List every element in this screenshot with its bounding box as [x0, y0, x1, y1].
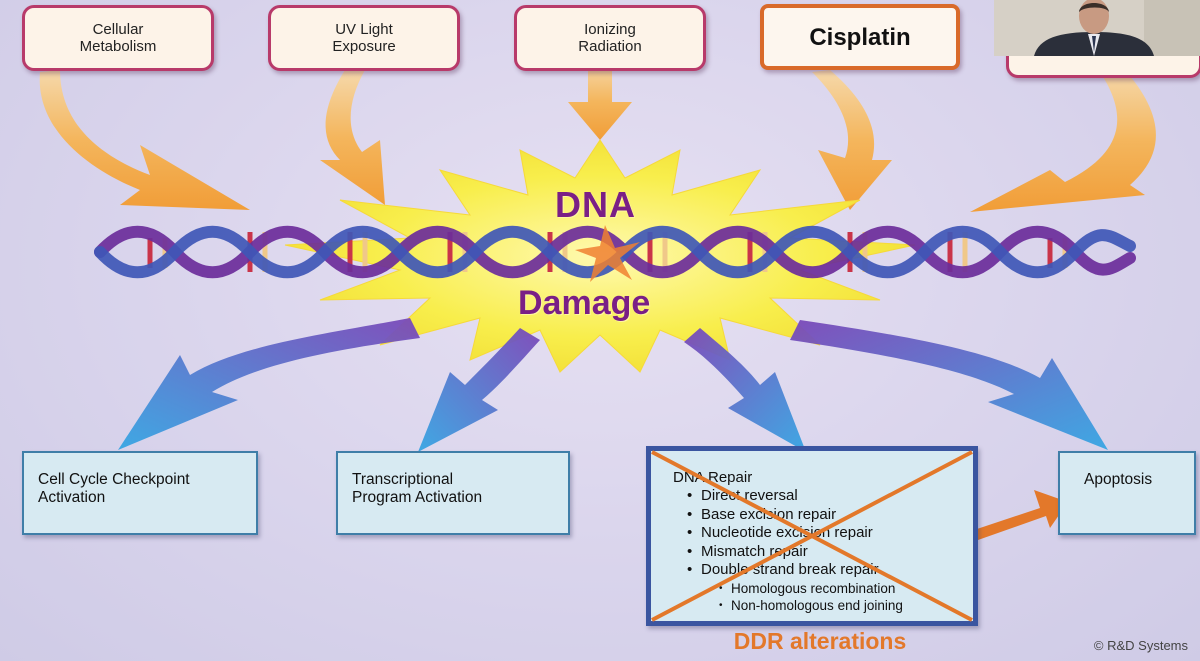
source-uv-light-exposure: UV Light Exposure: [268, 5, 460, 71]
source-ionizing-radiation: Ionizing Radiation: [514, 5, 706, 71]
arrow-metabolism: [39, 70, 251, 210]
arrow-uv: [320, 70, 385, 205]
copyright-notice: © R&D Systems: [1093, 638, 1188, 653]
ddr-alterations-label: DDR alterations: [733, 628, 907, 654]
arrow-to-apoptosis: [790, 320, 1108, 450]
arrow-ionizing: [568, 62, 632, 140]
outcome-cell-cycle-checkpoint: Cell Cycle Checkpoint Activation: [22, 451, 258, 535]
arrow-to-checkpoint: [118, 318, 420, 450]
incoming-arrows: [39, 62, 1156, 212]
repair-list: Direct reversal Base excision repair Nuc…: [673, 487, 963, 580]
presenter-video[interactable]: [994, 0, 1200, 56]
source-label: Cisplatin: [809, 23, 911, 51]
repair-subitem: Non-homologous end joining: [719, 597, 963, 614]
dna-helix: [94, 225, 1136, 282]
source-cellular-metabolism: Cellular Metabolism: [22, 5, 214, 71]
source-cisplatin: Cisplatin: [760, 4, 960, 70]
arrow-cisplatin: [812, 70, 892, 210]
damage-title: Damage: [518, 284, 651, 322]
outcome-transcriptional-program: Transcriptional Program Activation: [336, 451, 570, 535]
source-label: Cellular Metabolism: [79, 21, 157, 55]
source-label: UV Light Exposure: [332, 21, 396, 55]
dna-title: DNA: [555, 184, 636, 225]
arrow-right-source: [970, 70, 1156, 212]
cross-out-mark: [651, 450, 973, 622]
outgoing-arrows: [118, 318, 1108, 452]
source-label: Ionizing Radiation: [578, 21, 642, 55]
repair-item: Double strand break repair: [687, 561, 963, 580]
outcome-apoptosis: Apoptosis: [1058, 451, 1196, 535]
arrow-to-transcription: [418, 328, 540, 452]
repair-sublist: Homologous recombination Non-homologous …: [673, 580, 963, 614]
repair-item: Mismatch repair: [687, 543, 963, 562]
dna-repair-box: DNA Repair Direct reversal Base excision…: [646, 446, 978, 626]
repair-subitem: Homologous recombination: [719, 580, 963, 597]
damage-spark: [575, 225, 640, 282]
arrow-to-repair: [684, 328, 806, 452]
presenter-icon: [994, 0, 1200, 56]
